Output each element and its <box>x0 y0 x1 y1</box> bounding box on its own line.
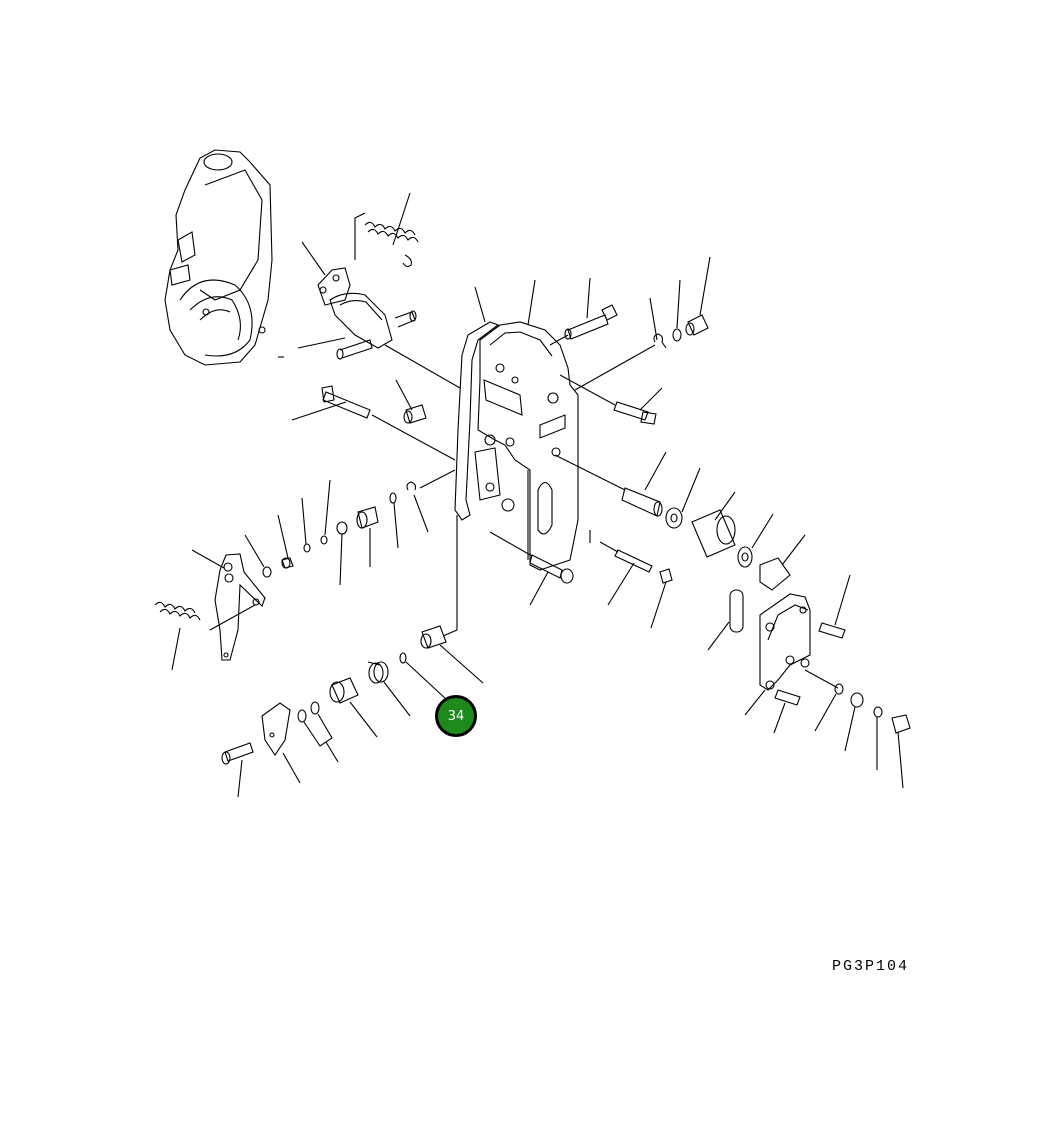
snap-ring-oring-plug <box>574 256 711 391</box>
figure-code: PG3P104 <box>832 958 910 975</box>
right-fasteners <box>773 574 911 789</box>
lower-bolt-nut <box>589 530 673 629</box>
callout-34[interactable]: 34 <box>435 695 477 737</box>
lever-assembly-part <box>297 241 461 389</box>
long-bolt-part <box>549 277 618 346</box>
left-lever-assembly <box>154 549 266 671</box>
housing-cover-part <box>164 149 284 366</box>
knob-part <box>395 379 427 424</box>
bracket-cover-part <box>744 593 839 716</box>
bottom-bolt-part <box>489 531 574 606</box>
callout-label: 34 <box>447 708 465 724</box>
small-bolt-part <box>559 374 663 425</box>
left-rings-row <box>244 469 456 586</box>
connector-part <box>399 515 484 701</box>
torsion-spring-bushing <box>329 661 411 738</box>
oval-seal-part <box>707 589 744 651</box>
adjust-screw-stack <box>554 451 806 591</box>
plate-washers-bolt <box>221 701 339 798</box>
main-housing-part <box>454 279 579 571</box>
left-bolt-part <box>291 385 456 461</box>
spring-top-part <box>354 192 419 268</box>
